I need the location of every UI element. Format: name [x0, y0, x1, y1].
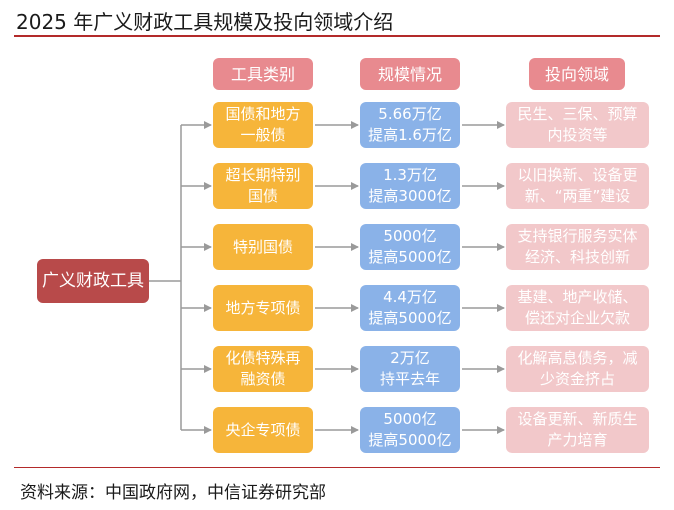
scale-box: 5.66万亿 提高1.6万亿: [360, 102, 460, 148]
tool-box: 国债和地方 一般债: [213, 102, 313, 148]
direction-box: 支持银行服务实体 经济、科技创新: [506, 224, 649, 270]
tool-line: 超长期特别: [225, 166, 301, 184]
scale-box: 1.3万亿 提高3000亿: [360, 163, 460, 209]
scale-line: 提高5000亿: [368, 309, 452, 327]
root-node-label: 广义财政工具: [42, 270, 144, 291]
tool-line: 地方专项债: [225, 298, 301, 317]
direction-line: 设备更新、新质生: [517, 410, 638, 428]
direction-box: 以旧换新、设备更 新、“两重”建设: [506, 163, 649, 209]
scale-box: 5000亿 提高5000亿: [360, 224, 460, 270]
tool-line: 央企专项债: [225, 420, 301, 439]
direction-line: 产力培育: [547, 431, 608, 449]
header-scale-label: 规模情况: [377, 64, 442, 84]
direction-line: 基建、地产收储、: [517, 288, 638, 306]
tool-box: 超长期特别 国债: [213, 163, 313, 209]
direction-box: 民生、三保、预算 内投资等: [506, 102, 649, 148]
scale-line: 持平去年: [379, 370, 440, 388]
header-scale: 规模情况: [360, 58, 460, 90]
page-title: 2025 年广义财政工具规模及投向领域介绍: [16, 10, 394, 34]
tool-line: 国债: [247, 187, 278, 205]
root-node: 广义财政工具: [37, 259, 149, 303]
direction-line: 少资金挤占: [539, 370, 615, 388]
title-divider: [14, 35, 660, 37]
tool-box: 地方专项债: [213, 285, 313, 331]
tool-box: 化债特殊再 融资债: [213, 346, 313, 392]
tool-line: 融资债: [240, 370, 286, 388]
header-direction-label: 投向领域: [544, 64, 609, 84]
direction-line: 民生、三保、预算: [517, 105, 638, 123]
tool-line: 国债和地方: [225, 105, 301, 123]
scale-line: 提高5000亿: [368, 431, 452, 449]
header-direction: 投向领域: [529, 58, 625, 90]
direction-line: 偿还对企业欠款: [524, 309, 630, 327]
tool-line: 特别国债: [232, 237, 293, 256]
header-tool-category: 工具类别: [213, 58, 313, 90]
direction-line: 经济、科技创新: [524, 248, 630, 266]
header-tool-category-label: 工具类别: [230, 64, 295, 84]
scale-line: 5000亿: [383, 227, 437, 245]
direction-box: 设备更新、新质生 产力培育: [506, 407, 649, 453]
scale-line: 提高3000亿: [368, 187, 452, 205]
source-note: 资料来源：中国政府网，中信证券研究部: [20, 483, 326, 503]
scale-line: 4.4万亿: [383, 288, 437, 306]
scale-box: 2万亿 持平去年: [360, 346, 460, 392]
direction-line: 内投资等: [547, 126, 608, 144]
scale-line: 提高1.6万亿: [368, 126, 452, 144]
scale-line: 5.66万亿: [378, 105, 442, 123]
tool-line: 化债特殊再: [225, 349, 301, 367]
direction-line: 新、“两重”建设: [524, 187, 631, 205]
scale-line: 5000亿: [383, 410, 437, 428]
scale-line: 1.3万亿: [383, 166, 437, 184]
direction-line: 以旧换新、设备更: [517, 166, 638, 184]
scale-box: 5000亿 提高5000亿: [360, 407, 460, 453]
direction-box: 基建、地产收储、 偿还对企业欠款: [506, 285, 649, 331]
tool-box: 特别国债: [213, 224, 313, 270]
tool-line: 一般债: [240, 126, 286, 144]
scale-box: 4.4万亿 提高5000亿: [360, 285, 460, 331]
scale-line: 提高5000亿: [368, 248, 452, 266]
direction-line: 化解高息债务，减: [517, 349, 638, 367]
tool-box: 央企专项债: [213, 407, 313, 453]
footer-divider: [14, 467, 660, 468]
direction-box: 化解高息债务，减 少资金挤占: [506, 346, 649, 392]
direction-line: 支持银行服务实体: [517, 227, 638, 245]
scale-line: 2万亿: [390, 349, 430, 367]
